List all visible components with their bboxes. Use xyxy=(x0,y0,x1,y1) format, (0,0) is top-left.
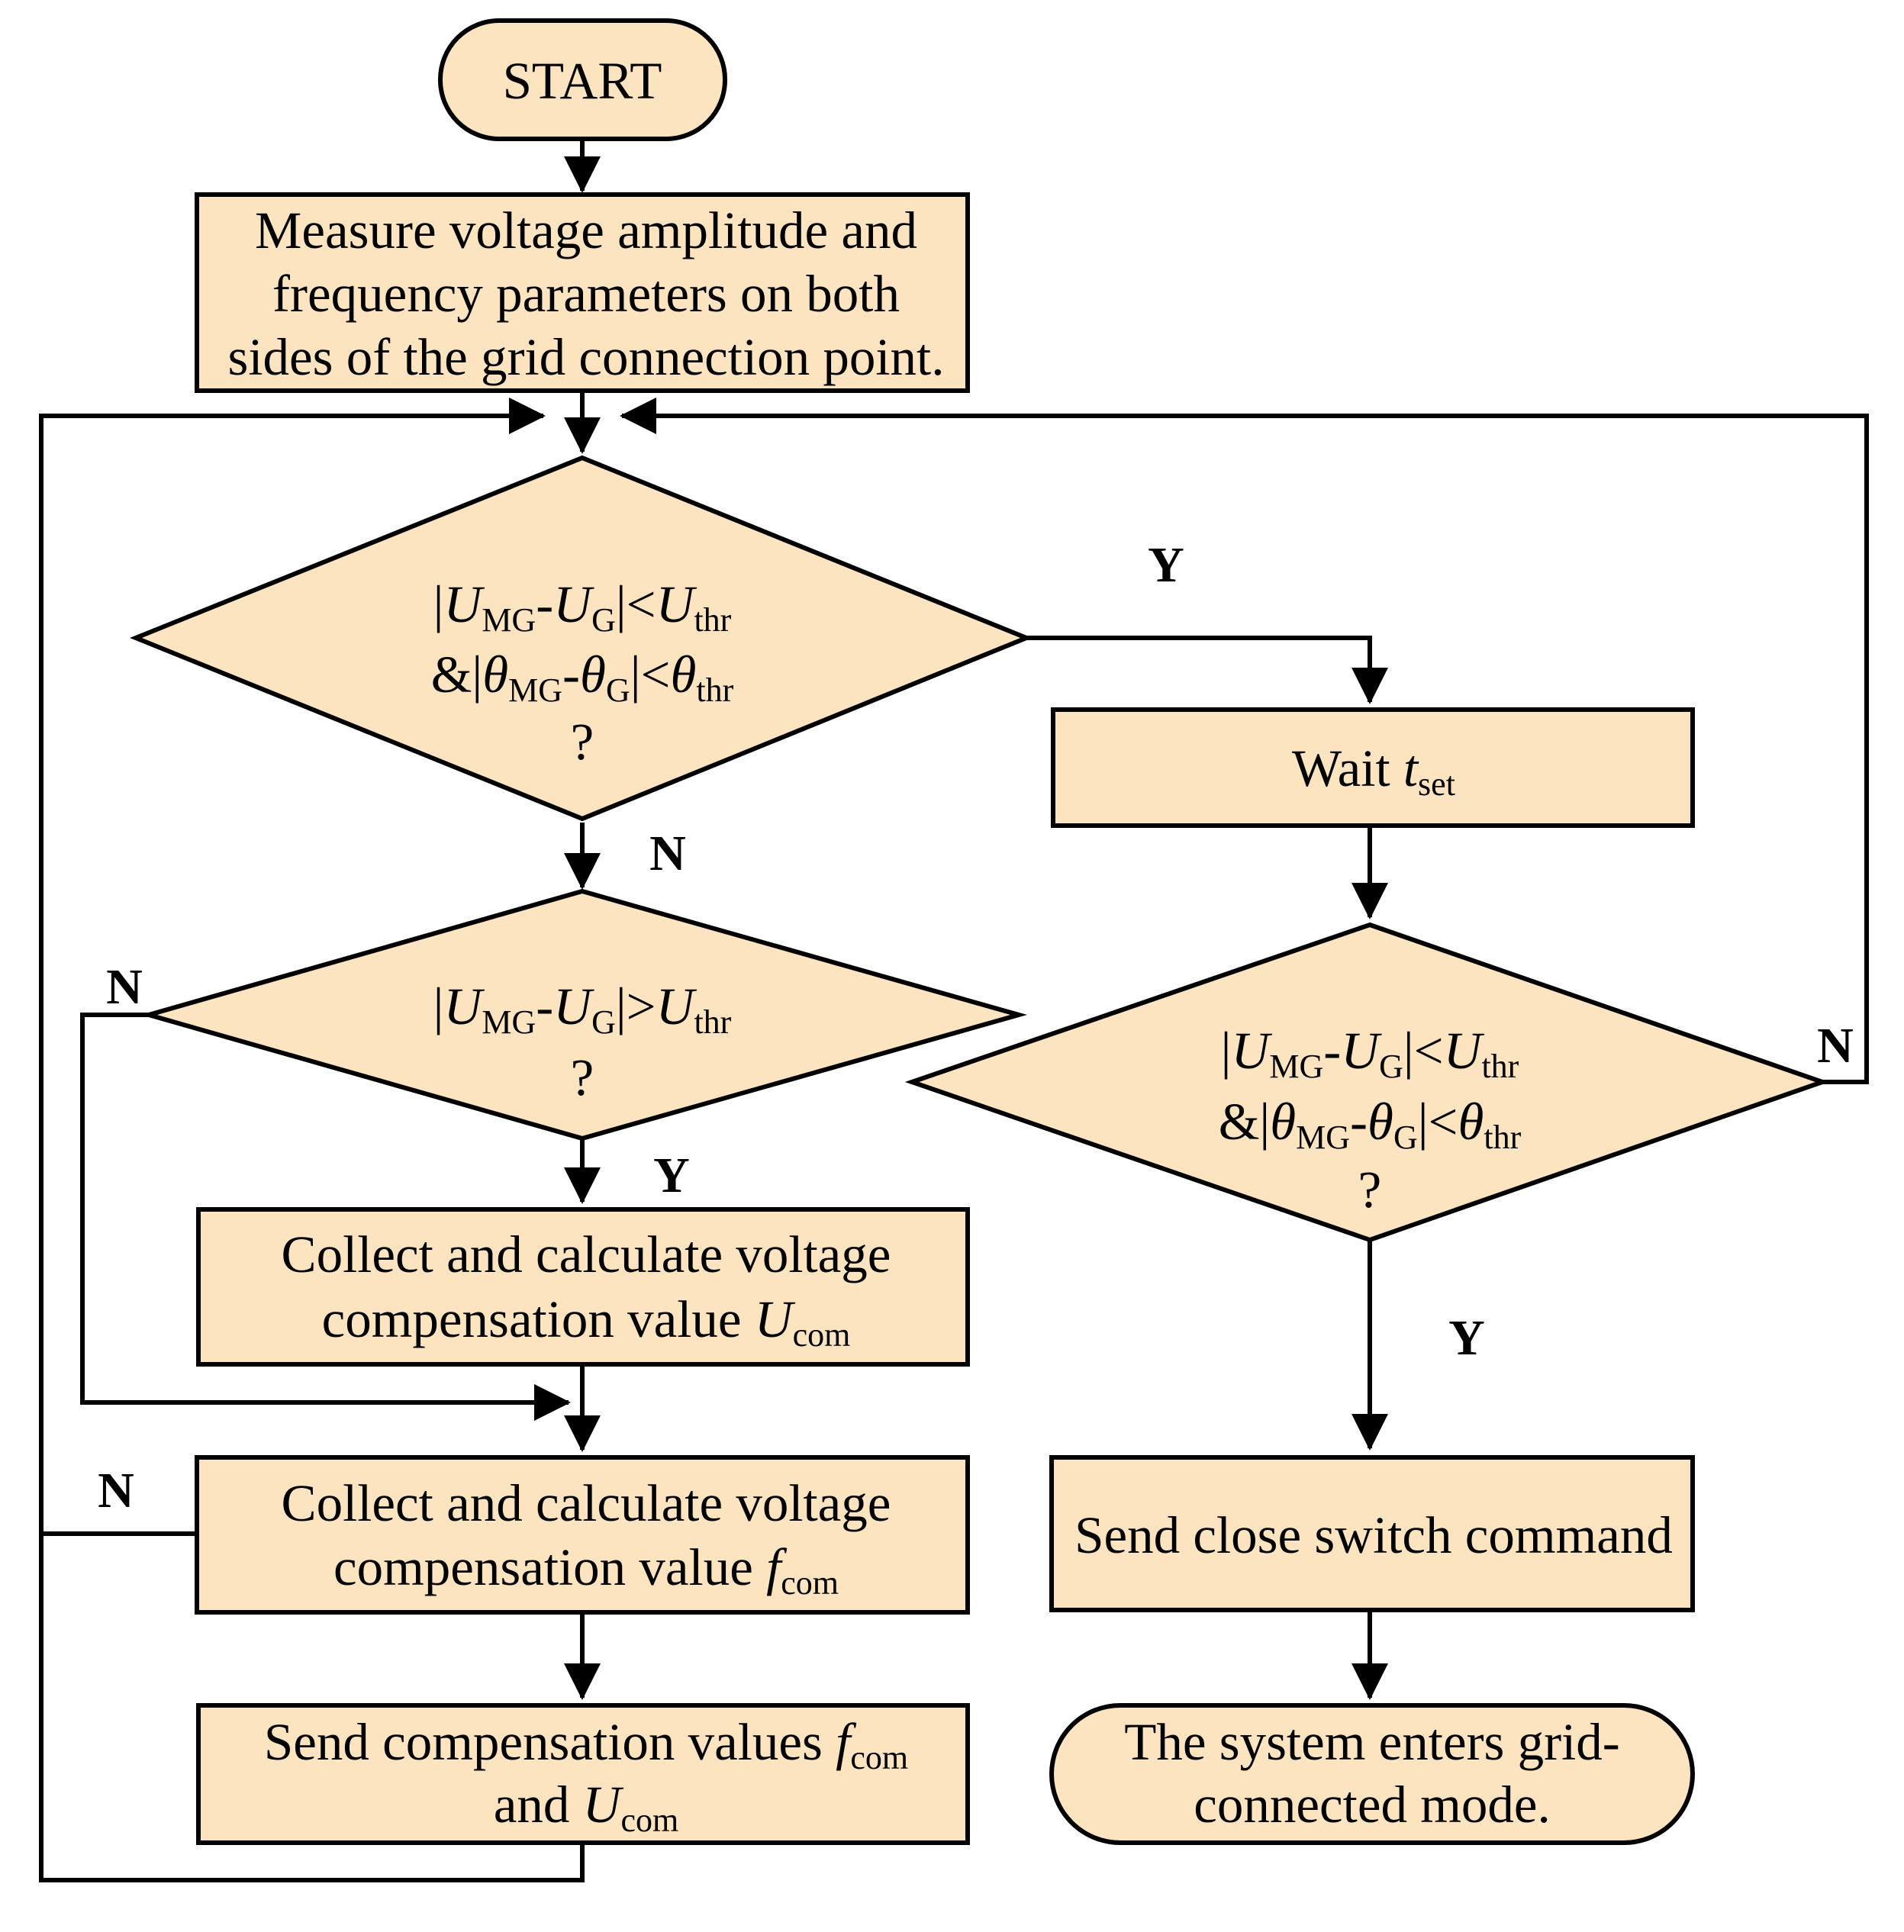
decision-1-question: ? xyxy=(571,713,594,771)
collect-u-line-1: Collect and calculate voltage xyxy=(282,1225,891,1283)
decision-2: |UMG-UG|>Uthr ? xyxy=(140,888,1028,1141)
decision-1-line-2: &|θMG-θG|<θthr xyxy=(431,646,734,709)
decision-3-line-1: |UMG-UG|<Uthr xyxy=(1221,1022,1519,1085)
start-node: START xyxy=(438,18,727,141)
label-d3-yes: Y xyxy=(1448,1310,1485,1366)
edge-d1-yes-wait xyxy=(1026,636,1388,704)
label-d1-yes: Y xyxy=(1148,537,1184,593)
collect-f-line-2: compensation value fcom xyxy=(333,1538,839,1602)
label-d1-no: N xyxy=(649,826,686,881)
label-d3-no: N xyxy=(1817,1018,1854,1074)
edge-loop-return xyxy=(39,398,585,1882)
decision-2-line-1: |UMG-UG|>Uthr xyxy=(433,977,732,1041)
collect-f-line-1: Collect and calculate voltage xyxy=(282,1474,891,1532)
decision-3: |UMG-UG|<Uthr &|θMG-θG|<θthr ? xyxy=(904,922,1830,1243)
end-line-1: The system enters grid- xyxy=(1124,1713,1620,1771)
close-switch-node: Send close switch command xyxy=(1049,1455,1695,1612)
collect-f-node: Collect and calculate voltage compensati… xyxy=(195,1455,970,1615)
edge-labels: Y N N Y N N Y xyxy=(98,537,1854,1518)
decision-1-line-1: |UMG-UG|<Uthr xyxy=(433,575,732,639)
measure-line-3: sides of the grid connection point. xyxy=(228,328,945,386)
label-loop-no: N xyxy=(98,1463,134,1518)
wait-node: Wait tset xyxy=(1051,707,1695,828)
start-label: START xyxy=(503,52,662,110)
edges xyxy=(39,139,1869,1882)
edge-d2-no-bypass xyxy=(80,1013,571,1421)
decision-2-question: ? xyxy=(571,1048,594,1106)
collect-u-line-2: compensation value Ucom xyxy=(322,1290,851,1354)
close-switch-label: Send close switch command xyxy=(1074,1506,1673,1564)
edge-d3-no-loop xyxy=(620,398,1869,1084)
end-node: The system enters grid- connected mode. xyxy=(1049,1703,1695,1845)
send-compensation-node: Send compensation values fcom and Ucom xyxy=(196,1703,970,1845)
decision-3-line-2: &|θMG-θG|<θthr xyxy=(1219,1093,1522,1156)
label-d2-no: N xyxy=(106,959,143,1015)
decision-1: |UMG-UG|<Uthr &|θMG-θG|<θthr ? xyxy=(129,455,1033,822)
measure-node: Measure voltage amplitude and frequency … xyxy=(195,192,970,393)
send-compensation-line-1: Send compensation values fcom xyxy=(264,1713,908,1776)
label-d2-yes: Y xyxy=(653,1148,690,1203)
decision-3-question: ? xyxy=(1358,1161,1382,1219)
wait-label: Wait tset xyxy=(1292,739,1455,803)
measure-line-1: Measure voltage amplitude and xyxy=(255,201,917,259)
measure-line-2: frequency parameters on both xyxy=(272,265,900,323)
send-compensation-line-2: and Ucom xyxy=(494,1776,679,1839)
collect-u-node: Collect and calculate voltage compensati… xyxy=(196,1207,970,1367)
end-line-2: connected mode. xyxy=(1194,1776,1550,1834)
